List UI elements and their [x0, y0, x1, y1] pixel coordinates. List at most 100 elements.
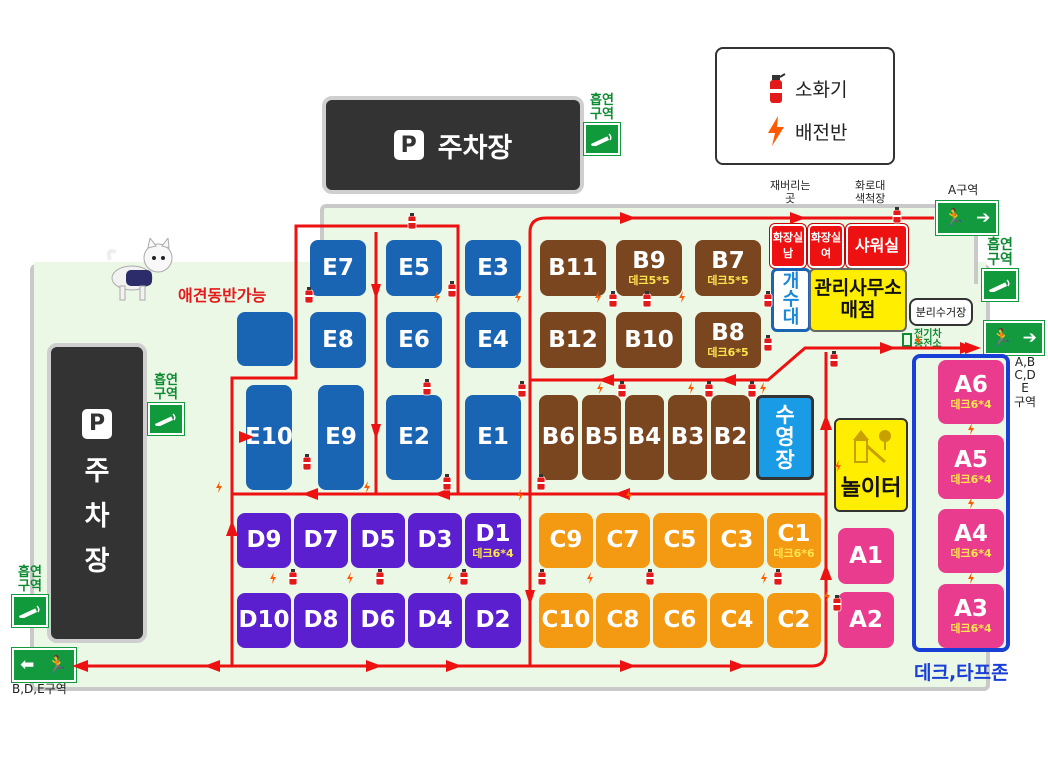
site-c4[interactable]: C4 — [710, 593, 764, 648]
site-b2[interactable]: B2 — [711, 395, 750, 480]
site-e10[interactable]: E10 — [245, 385, 293, 490]
site-e7[interactable]: E7 — [310, 240, 366, 296]
site-d3[interactable]: D3 — [408, 513, 462, 568]
site-c3[interactable]: C3 — [710, 513, 764, 568]
site-d5[interactable]: D5 — [351, 513, 405, 568]
site-b6[interactable]: B6 — [539, 395, 578, 480]
smoking-icon — [981, 268, 1019, 303]
legend-panel-label: 배전반 — [795, 121, 848, 144]
site-d4[interactable]: D4 — [408, 593, 462, 648]
site-c2[interactable]: C2 — [767, 593, 821, 648]
legend-box: 소화기 배전반 — [715, 47, 895, 165]
site-e4[interactable]: E4 — [465, 312, 521, 368]
legend-extinguisher-row: 소화기 — [765, 71, 847, 105]
site-d7[interactable]: D7 — [294, 513, 348, 568]
site-b4[interactable]: B4 — [625, 395, 664, 480]
site-e5[interactable]: E5 — [386, 240, 442, 296]
site-e6[interactable]: E6 — [386, 312, 442, 368]
site-b5[interactable]: B5 — [582, 395, 621, 480]
legend-extinguisher-label: 소화기 — [795, 78, 848, 101]
site-e2[interactable]: E2 — [386, 395, 442, 480]
parking-lot-top: P 주차장 — [322, 96, 584, 194]
parking-char-3: 장 — [84, 545, 110, 577]
site-e1[interactable]: E1 — [465, 395, 521, 480]
site-c10[interactable]: C10 — [539, 593, 593, 648]
fire-extinguisher-icon — [770, 73, 786, 103]
playground-icon — [853, 430, 891, 464]
route-bottom — [86, 352, 828, 668]
site-d6[interactable]: D6 — [351, 593, 405, 648]
electric-panel-icon — [768, 116, 784, 146]
parking-lot-left: P 주 차 장 — [47, 343, 147, 643]
smoking-icon — [11, 594, 49, 629]
site-d2[interactable]: D2 — [465, 593, 521, 648]
site-b11[interactable]: B11 — [540, 240, 606, 296]
site-d8[interactable]: D8 — [294, 593, 348, 648]
recycling-area[interactable]: 분리수거장 — [909, 298, 973, 326]
site-e8[interactable]: E8 — [310, 312, 366, 368]
playground[interactable]: 놀이터 — [834, 418, 908, 512]
site-a2[interactable]: A2 — [838, 592, 894, 648]
parking-char-1: 주 — [84, 455, 110, 487]
electric-panel-icon-group — [216, 291, 974, 602]
running-person-icon: 🏃 — [46, 655, 68, 675]
site-d9[interactable]: D9 — [237, 513, 291, 568]
site-c6[interactable]: C6 — [653, 593, 707, 648]
shower-room[interactable]: 샤워실 — [845, 223, 909, 269]
pet-allowed-label: 애견동반가능 — [178, 286, 267, 305]
route-e-outer — [230, 224, 460, 496]
parking-badge: P — [393, 130, 424, 160]
site-c5[interactable]: C5 — [653, 513, 707, 568]
running-person-icon: 🏃 — [991, 328, 1013, 348]
parking-char-2: 차 — [84, 500, 110, 532]
site-b3[interactable]: B3 — [668, 395, 707, 480]
exit-a-label: A구역 — [948, 183, 979, 197]
smoking-icon — [147, 402, 185, 437]
site-c8[interactable]: C8 — [596, 593, 650, 648]
exit-sign-bde: ⬅🏃 — [11, 647, 77, 683]
exit-sign-abcde: 🏃➔ — [983, 320, 1045, 356]
site-e3[interactable]: E3 — [465, 240, 521, 296]
site-a1[interactable]: A1 — [838, 528, 894, 584]
site-d10[interactable]: D10 — [237, 593, 291, 648]
site-e-unnamed[interactable] — [237, 312, 293, 366]
deck-tarp-label: 데크,타프존 — [914, 662, 1009, 684]
legend-panel-row: 배전반 — [765, 115, 847, 147]
dog-icon — [106, 238, 173, 301]
arrow-left-icon: ⬅ — [20, 655, 35, 675]
site-c7[interactable]: C7 — [596, 513, 650, 568]
arrow-right-icon: ➔ — [976, 208, 991, 228]
arrow-right-icon: ➔ — [1022, 328, 1037, 348]
site-b10[interactable]: B10 — [616, 312, 682, 368]
site-b12[interactable]: B12 — [540, 312, 606, 368]
site-e9[interactable]: E9 — [318, 385, 364, 490]
site-c9[interactable]: C9 — [539, 513, 593, 568]
running-person-icon: 🏃 — [943, 208, 965, 228]
route-b-top — [528, 216, 934, 494]
exit-sign-a: 🏃➔ — [935, 200, 999, 236]
